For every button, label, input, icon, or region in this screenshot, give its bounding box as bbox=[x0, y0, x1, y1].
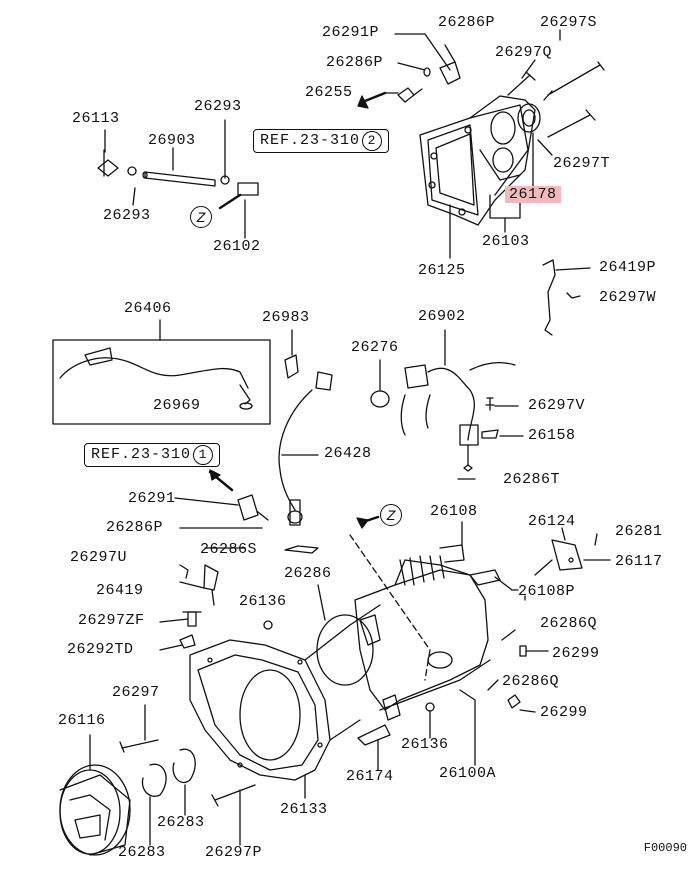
sensor-26291p bbox=[397, 44, 461, 103]
label-26291: 26291 bbox=[128, 490, 176, 507]
label-26291P: 26291P bbox=[322, 24, 380, 41]
label-26116: 26116 bbox=[58, 712, 106, 729]
label-26117: 26117 bbox=[615, 553, 663, 570]
label-26297V: 26297V bbox=[528, 397, 586, 414]
label-26281: 26281 bbox=[615, 523, 663, 540]
label-26903: 26903 bbox=[148, 132, 196, 149]
label-26286P-c: 26286P bbox=[106, 519, 164, 536]
label-26283-a: 26283 bbox=[157, 814, 205, 831]
label-26113: 26113 bbox=[72, 110, 120, 127]
label-26286P-top: 26286P bbox=[438, 14, 496, 31]
ref-text: REF.23-310 bbox=[91, 446, 192, 463]
label-26292TD: 26292TD bbox=[67, 641, 134, 658]
label-26419: 26419 bbox=[96, 582, 144, 599]
label-26286T: 26286T bbox=[503, 471, 561, 488]
label-26299-b: 26299 bbox=[540, 704, 588, 721]
label-26297T: 26297T bbox=[553, 155, 611, 172]
ref-circle: 2 bbox=[362, 131, 383, 151]
plug-26136-b bbox=[425, 702, 435, 712]
label-26255: 26255 bbox=[305, 84, 353, 101]
sensor-26291 bbox=[208, 469, 269, 521]
bolt-26297s bbox=[543, 61, 605, 101]
bracket-26108 bbox=[439, 544, 465, 563]
label-26124: 26124 bbox=[528, 513, 576, 530]
label-26297S: 26297S bbox=[540, 14, 598, 31]
shift-rod-assembly bbox=[97, 149, 259, 210]
ref-circle: 1 bbox=[193, 445, 214, 465]
snap-ring-26283-a bbox=[141, 763, 167, 797]
label-26100A: 26100A bbox=[439, 765, 497, 782]
label-26136-b: 26136 bbox=[401, 736, 449, 753]
bolt-26297p bbox=[211, 784, 256, 807]
label-26297W: 26297W bbox=[599, 289, 657, 306]
label-26286P-b: 26286P bbox=[326, 54, 384, 71]
plug-26136-a bbox=[263, 620, 273, 630]
bracket-26124 bbox=[551, 533, 598, 571]
bracket-26108p bbox=[469, 569, 501, 586]
label-26158: 26158 bbox=[528, 427, 576, 444]
ref-text: REF.23-310 bbox=[260, 132, 361, 149]
bracket-26174 bbox=[357, 724, 391, 746]
label-26297U: 26297U bbox=[70, 549, 128, 566]
bolt-26297t bbox=[547, 109, 596, 138]
torque-converter-26116 bbox=[59, 764, 131, 856]
wire-harness-26902 bbox=[400, 361, 516, 472]
label-26108: 26108 bbox=[430, 503, 478, 520]
figure-code: F00090 bbox=[643, 841, 687, 855]
label-26419P: 26419P bbox=[599, 259, 657, 276]
label-26276: 26276 bbox=[351, 339, 399, 356]
label-26174: 26174 bbox=[346, 768, 394, 785]
label-26297: 26297 bbox=[112, 684, 160, 701]
transmission-case-26100a bbox=[354, 555, 491, 721]
bolt-26297 bbox=[119, 739, 159, 753]
zone-z-marker-top: Z bbox=[190, 206, 212, 228]
label-26286: 26286 bbox=[284, 565, 332, 582]
label-26125: 26125 bbox=[418, 262, 466, 279]
label-26286Q-a: 26286Q bbox=[540, 615, 598, 632]
harness-box-26406 bbox=[52, 339, 271, 425]
label-26406: 26406 bbox=[124, 300, 172, 317]
converter-housing-26133 bbox=[189, 604, 381, 781]
label-26178-highlighted[interactable]: 26178 bbox=[505, 186, 561, 203]
label-26286S: 26286S bbox=[200, 541, 258, 558]
label-26969: 26969 bbox=[153, 397, 201, 414]
label-26297ZF: 26297ZF bbox=[78, 612, 145, 629]
oil-seal-ring bbox=[517, 103, 541, 133]
label-26103: 26103 bbox=[482, 233, 530, 250]
label-26297P: 26297P bbox=[205, 844, 263, 861]
label-26108P: 26108P bbox=[518, 583, 576, 600]
bolt-26297q bbox=[507, 71, 536, 96]
label-26428: 26428 bbox=[324, 445, 372, 462]
label-26297Q: 26297Q bbox=[495, 44, 553, 61]
label-26293-b: 26293 bbox=[103, 207, 151, 224]
label-26133: 26133 bbox=[280, 801, 328, 818]
label-26283-b: 26283 bbox=[118, 844, 166, 861]
label-26983: 26983 bbox=[262, 309, 310, 326]
label-26102: 26102 bbox=[213, 238, 261, 255]
label-26293-a: 26293 bbox=[194, 98, 242, 115]
zone-z-marker-center: Z bbox=[380, 504, 402, 526]
o-ring-26286 bbox=[316, 614, 374, 686]
label-26902: 26902 bbox=[418, 308, 466, 325]
snap-ring-26283-b bbox=[172, 748, 196, 784]
sensor-cable-26428 bbox=[278, 354, 333, 526]
speed-sensor-26419p bbox=[542, 259, 591, 336]
label-26136-a: 26136 bbox=[239, 593, 287, 610]
clip-26276 bbox=[370, 390, 390, 408]
label-26286Q-b: 26286Q bbox=[502, 673, 560, 690]
label-26299-a: 26299 bbox=[552, 645, 600, 662]
